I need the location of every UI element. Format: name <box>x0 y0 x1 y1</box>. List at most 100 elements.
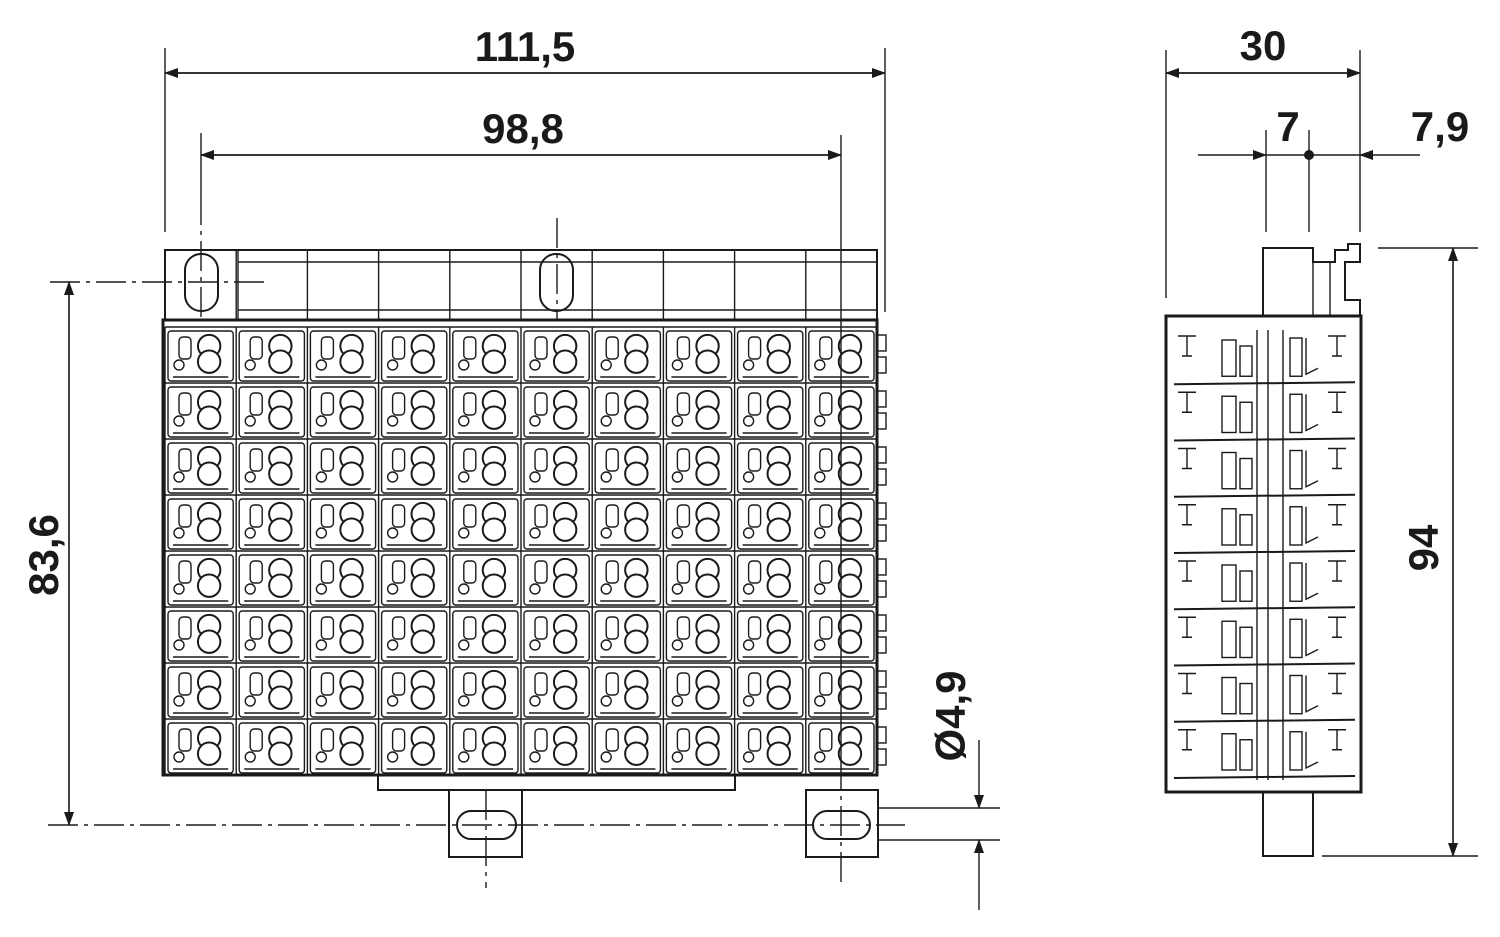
side-level <box>1173 729 1356 779</box>
side-level <box>1173 335 1356 386</box>
terminal-cell <box>808 498 875 550</box>
terminal-cell <box>523 610 590 662</box>
side-view <box>1164 243 1363 857</box>
terminal-cell <box>523 554 590 606</box>
dimension-hole-diameter: Ø4,9 <box>878 670 1000 910</box>
terminal-cell <box>309 330 377 382</box>
terminal-cell <box>309 554 377 606</box>
side-levels <box>1173 335 1356 779</box>
dimension-overall-width: 111,5 <box>164 23 886 312</box>
hole-spacing-label: 98,8 <box>482 105 564 152</box>
terminal-cell <box>452 330 519 382</box>
edge-tabs <box>876 334 887 766</box>
terminal-cell <box>808 330 875 382</box>
terminal-grid <box>164 250 877 776</box>
terminal-cell <box>238 722 306 774</box>
terminal-cell <box>736 386 804 438</box>
front-view <box>48 135 905 888</box>
terminal-cell <box>167 442 234 494</box>
terminal-cell <box>808 666 875 718</box>
terminal-cell <box>736 610 804 662</box>
terminal-cell <box>167 386 234 438</box>
terminal-cell <box>665 610 733 662</box>
terminal-cell <box>238 554 306 606</box>
terminal-cell <box>452 610 519 662</box>
dimension-offsets: 7 7,9 <box>1198 103 1469 232</box>
terminal-cell <box>167 330 234 382</box>
terminal-cell <box>452 442 519 494</box>
terminal-cell <box>665 554 733 606</box>
terminal-cell <box>167 554 234 606</box>
terminal-cell <box>452 666 519 718</box>
terminal-cell <box>594 442 662 494</box>
terminal-cell <box>380 442 448 494</box>
terminal-cell <box>594 666 662 718</box>
terminal-cell <box>808 610 875 662</box>
terminal-cell <box>523 498 590 550</box>
terminal-cell <box>736 330 804 382</box>
terminal-cell <box>380 610 448 662</box>
terminal-cell <box>594 386 662 438</box>
terminal-cell <box>309 386 377 438</box>
front-height-label: 83,6 <box>20 514 67 596</box>
terminal-cell <box>665 442 733 494</box>
dimension-side-height: 94 <box>1322 247 1478 857</box>
terminal-cell <box>452 498 519 550</box>
terminal-cell <box>238 330 306 382</box>
terminal-cell <box>380 330 448 382</box>
terminal-cell <box>594 610 662 662</box>
terminal-cell <box>665 722 733 774</box>
terminal-cell <box>736 498 804 550</box>
hole-diameter-label: Ø4,9 <box>927 670 974 761</box>
terminal-cell <box>380 498 448 550</box>
side-level <box>1173 616 1356 667</box>
dimension-depth: 30 <box>1165 22 1361 298</box>
terminal-cell <box>736 442 804 494</box>
terminal-cell <box>523 666 590 718</box>
side-level <box>1173 447 1356 498</box>
terminal-cell <box>309 498 377 550</box>
terminal-cell <box>238 442 306 494</box>
terminal-cell <box>452 722 519 774</box>
terminal-cell <box>523 386 590 438</box>
terminal-cell <box>736 722 804 774</box>
terminal-cell <box>594 554 662 606</box>
terminal-cell <box>808 386 875 438</box>
terminal-cell <box>167 498 234 550</box>
dimension-hole-spacing: 98,8 <box>200 105 842 195</box>
side-height-label: 94 <box>1400 524 1447 571</box>
terminal-cell <box>452 386 519 438</box>
depth-label: 30 <box>1240 22 1287 69</box>
terminal-cell <box>167 666 234 718</box>
terminal-cell <box>523 442 590 494</box>
side-level <box>1173 672 1356 723</box>
terminal-cell <box>594 722 662 774</box>
terminal-cell <box>523 722 590 774</box>
terminal-cell <box>523 330 590 382</box>
terminal-cell <box>452 554 519 606</box>
overall-width-label: 111,5 <box>475 23 575 70</box>
offset-left-label: 7 <box>1276 103 1299 150</box>
terminal-cell <box>665 330 733 382</box>
reference-dot <box>1304 150 1314 160</box>
terminal-cell <box>309 610 377 662</box>
side-level <box>1173 504 1356 554</box>
side-level <box>1173 391 1356 442</box>
terminal-cell <box>736 666 804 718</box>
terminal-cell <box>238 666 306 718</box>
terminal-cell <box>665 498 733 550</box>
terminal-cell <box>309 722 377 774</box>
terminal-cell <box>665 386 733 438</box>
terminal-cell <box>238 498 306 550</box>
terminal-cell <box>594 498 662 550</box>
terminal-cell <box>736 554 804 606</box>
terminal-cell <box>380 722 448 774</box>
terminal-cell <box>167 722 234 774</box>
side-level <box>1173 560 1356 611</box>
terminal-cell <box>380 554 448 606</box>
offset-right-label: 7,9 <box>1411 103 1469 150</box>
terminal-cell <box>238 610 306 662</box>
terminal-cell <box>167 610 234 662</box>
terminal-cell <box>309 666 377 718</box>
